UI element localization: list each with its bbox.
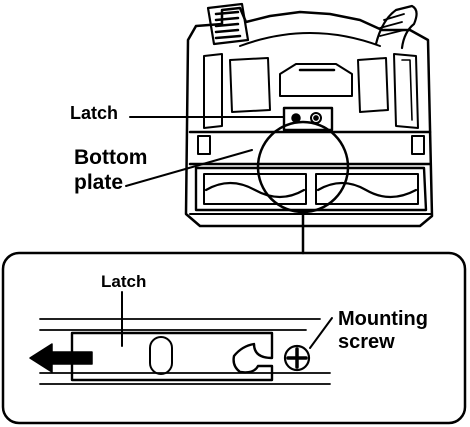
screw-icon — [283, 344, 311, 372]
bottom-plate-label-line2: plate — [74, 171, 124, 194]
vacuum-head — [184, 2, 434, 228]
bottom-plate-leader-line — [125, 149, 253, 187]
latch-label: Latch — [70, 103, 119, 123]
latch-plate-detail — [70, 331, 274, 382]
latch-detail-label: Latch — [101, 272, 147, 291]
rails — [39, 318, 331, 385]
screw-leader-line — [309, 317, 333, 349]
mounting-screw-label-line1: Mounting — [338, 308, 428, 330]
pull-arrow-icon — [29, 343, 93, 373]
detail-box — [1, 251, 467, 425]
bottom-plate-label-line1: Bottom — [74, 146, 148, 169]
mounting-screw-label-line2: screw — [338, 331, 395, 353]
